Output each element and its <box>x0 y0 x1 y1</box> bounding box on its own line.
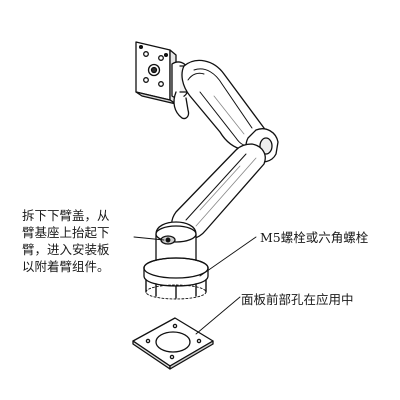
panel-holes-note: 面板前部孔在应用中 <box>241 292 354 307</box>
remove-arm-cover-note: 拆下下臂盖，从 臂基座上抬起下 臂，进入安装板 以附着臂组件。 <box>22 207 140 275</box>
note-line: 臂，进入安装板 <box>22 242 110 257</box>
vesa-mounting-plate <box>135 41 177 105</box>
base-collar <box>143 257 209 300</box>
note-line: 臂基座上抬起下 <box>22 225 110 240</box>
bolts-note: M5螺栓或六角螺栓 <box>260 230 369 245</box>
callout-leaders <box>133 236 257 335</box>
note-line: 拆下下臂盖，从 <box>22 208 110 223</box>
desk-mounting-panel <box>132 317 214 370</box>
note-line: 以附着臂组件。 <box>22 259 110 274</box>
